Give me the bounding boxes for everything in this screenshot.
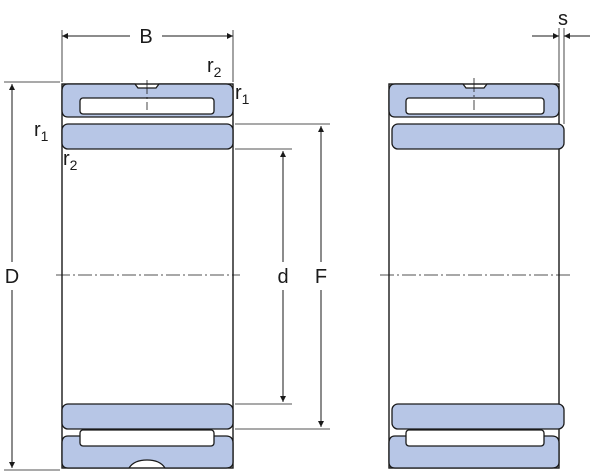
- right-top-roller: [405, 97, 545, 115]
- label-r1-right: r1: [235, 82, 250, 107]
- dimension-d: d: [235, 148, 292, 405]
- left-top-inner-ring: [61, 123, 234, 150]
- label-r2-top-right: r2: [207, 55, 222, 80]
- left-bottom-roller: [79, 429, 215, 447]
- label-r2-left: r2: [63, 148, 78, 173]
- left-bottom-inner-ring: [61, 403, 234, 430]
- label-F: F: [315, 266, 327, 288]
- right-bottom-inner-ring: [391, 403, 565, 430]
- right-bottom-roller: [405, 429, 545, 447]
- label-r1-left: r1: [34, 119, 49, 144]
- left-bearing-view: [56, 80, 240, 469]
- label-s: s: [558, 8, 568, 30]
- right-top-inner-ring: [391, 123, 565, 150]
- dimension-s: s: [532, 8, 590, 124]
- label-B: B: [139, 26, 152, 48]
- dimension-F: F: [235, 123, 330, 430]
- right-bearing-view: [380, 78, 572, 469]
- radius-labels: r2 r1 r1 r2: [34, 55, 250, 173]
- label-d: d: [277, 266, 288, 288]
- label-D: D: [5, 266, 19, 288]
- dimension-D: D: [4, 81, 60, 471]
- dimension-B: B: [61, 26, 234, 82]
